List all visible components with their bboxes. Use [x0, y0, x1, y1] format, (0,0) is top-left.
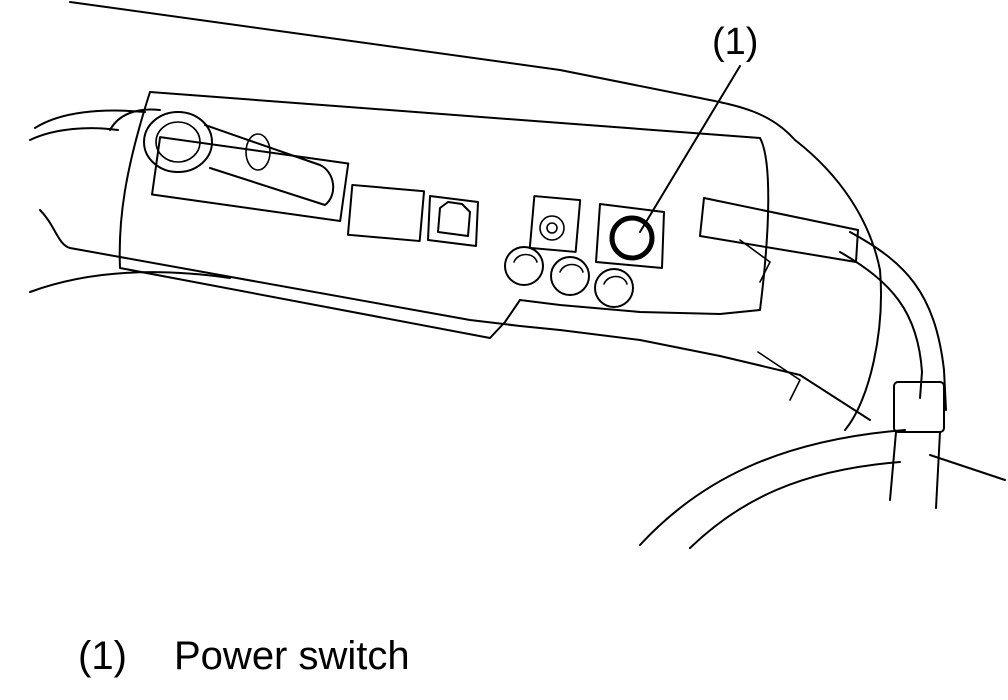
housing-bottom-curve [29, 271, 231, 293]
callout-leader-line [639, 65, 741, 233]
base-curve-2 [689, 461, 901, 549]
strap-lower [889, 431, 941, 509]
round-socket-3-detail [603, 275, 628, 285]
dc-in-pin [546, 222, 558, 234]
strap-outer [849, 231, 947, 411]
side-slot-tab [739, 239, 771, 283]
body-lower-notch [757, 351, 801, 401]
housing-right-corner [794, 139, 882, 431]
dc-in-socket [528, 195, 582, 253]
device-top-edge [69, 1, 796, 141]
legend-entry-power-switch: (1) Power switch [78, 636, 410, 676]
round-socket-3 [594, 268, 634, 308]
legend-number: (1) [78, 634, 127, 678]
round-socket-1-detail [513, 253, 538, 263]
round-socket-2 [550, 256, 590, 296]
round-socket-2-detail [559, 263, 584, 273]
strap-inner [839, 251, 923, 399]
power-connector-slot [151, 136, 350, 222]
housing-left-curve [34, 109, 146, 129]
dc-in-hole [539, 215, 565, 241]
side-slot [699, 197, 859, 263]
power-plug-clip [245, 133, 271, 171]
base-curve-1 [639, 429, 906, 546]
power-switch-button[interactable] [609, 215, 655, 261]
round-socket-1 [504, 246, 544, 286]
power-plug-body [204, 124, 335, 206]
power-plug-head [143, 111, 213, 173]
device-lower-edge [39, 209, 871, 421]
power-switch-recess [595, 203, 665, 269]
lan-port [346, 183, 426, 243]
port-panel-outline [118, 91, 770, 339]
power-cable [109, 108, 161, 131]
callout-number: (1) [712, 21, 758, 63]
strap-buckle [893, 381, 945, 433]
base-edge-right [929, 454, 1006, 481]
modular-jack [427, 195, 479, 247]
housing-left-curve-2 [29, 127, 119, 141]
legend-label: Power switch [174, 634, 410, 678]
